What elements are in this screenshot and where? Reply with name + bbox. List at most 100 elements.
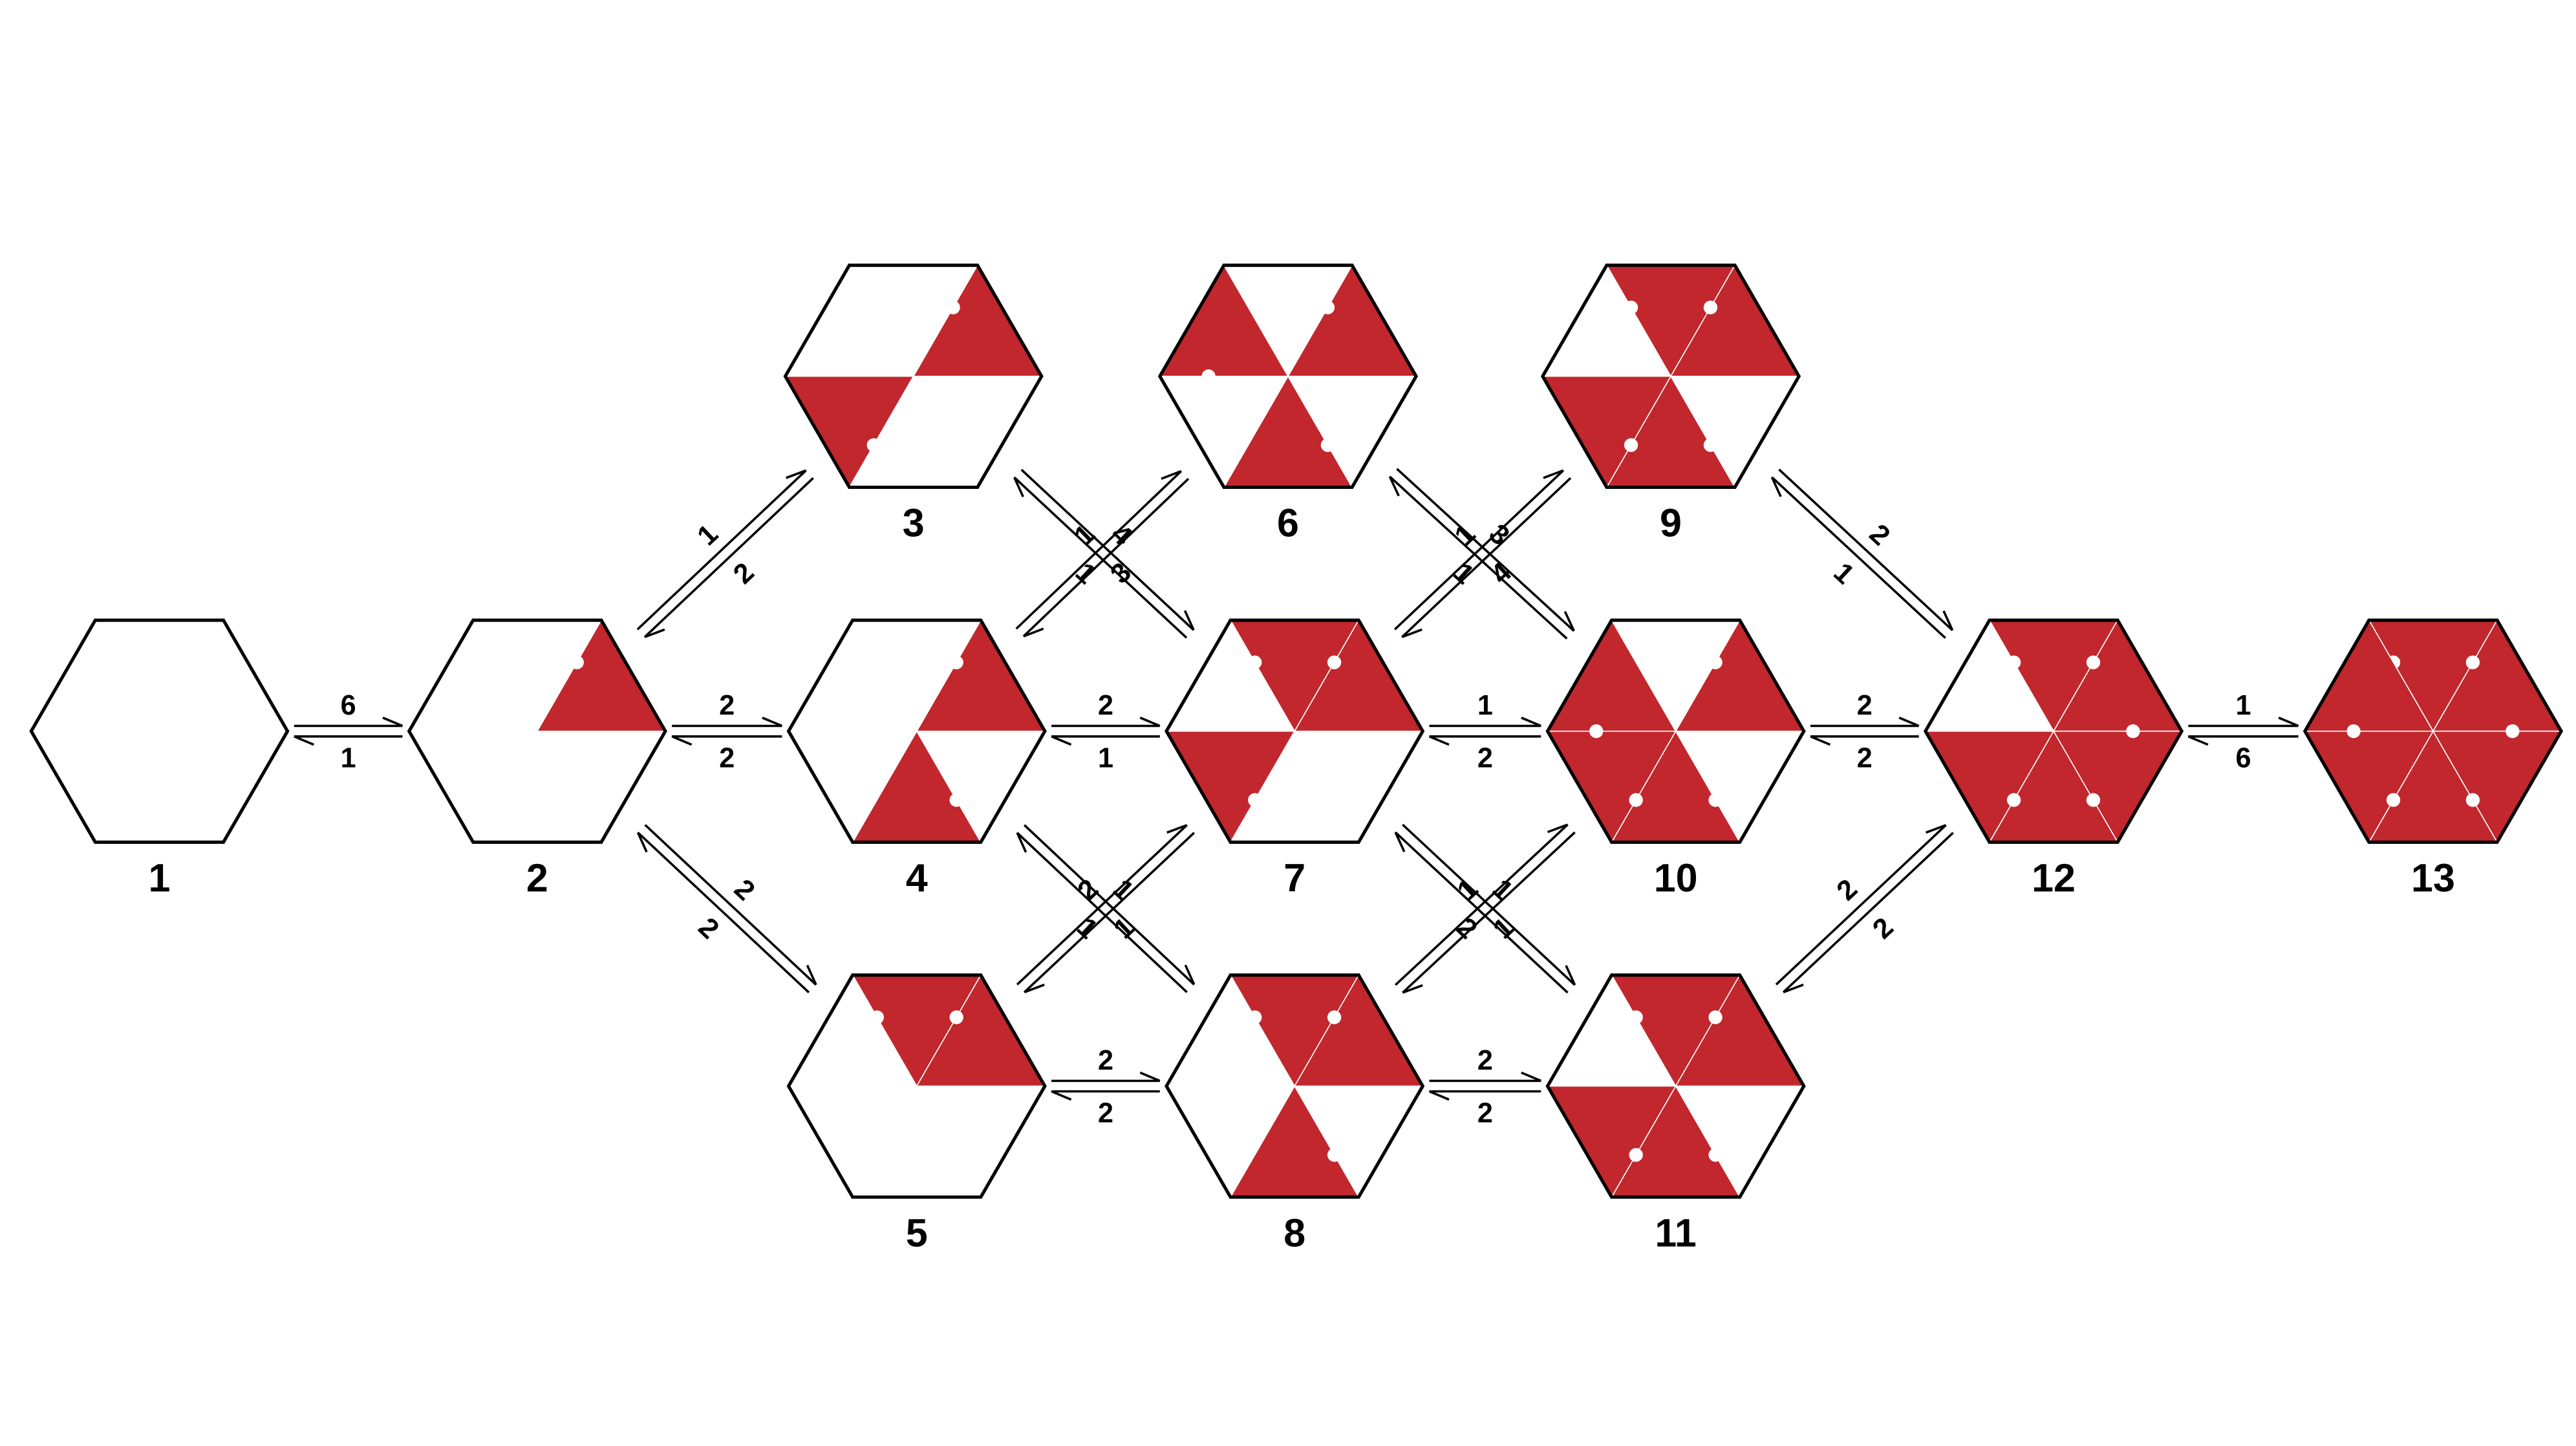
backward-rate-label: 2 xyxy=(1477,1097,1493,1128)
forward-rate-label: 2 xyxy=(1863,518,1896,552)
forward-arrowhead xyxy=(1521,717,1541,728)
state-5: 5 xyxy=(786,973,1047,1255)
backward-line xyxy=(1022,477,1190,638)
forward-arrowhead xyxy=(1139,717,1161,728)
transition-arrow: 12 xyxy=(1394,823,1576,994)
forward-rate-label: 6 xyxy=(341,690,356,721)
transition-arrow: 14 xyxy=(1393,469,1572,638)
backward-line xyxy=(1771,476,1946,639)
puzzle-tab xyxy=(2006,793,2021,807)
forward-arrowhead xyxy=(762,717,783,728)
state-label: 4 xyxy=(906,856,928,900)
backward-arrowhead xyxy=(1783,984,1804,993)
state-10: 10 xyxy=(1545,618,1806,900)
backward-line xyxy=(1394,831,1569,994)
forward-line xyxy=(1396,468,1575,632)
backward-arrowhead xyxy=(1770,477,1782,497)
hexagon-outline xyxy=(783,263,1044,490)
puzzle-tab xyxy=(1201,369,1216,383)
puzzle-tab xyxy=(1320,300,1335,315)
transition-arrow: 22 xyxy=(636,824,817,993)
forward-line xyxy=(1393,469,1565,631)
transition-arrow: 41 xyxy=(1013,469,1195,639)
puzzle-tab xyxy=(1708,793,1723,807)
backward-arrowhead xyxy=(1402,984,1423,994)
backward-rate-label: 2 xyxy=(692,912,725,945)
backward-arrowhead xyxy=(644,628,665,638)
backward-rate-label: 2 xyxy=(1477,742,1493,773)
state-8: 8 xyxy=(1165,973,1425,1255)
forward-rate-label: 1 xyxy=(691,519,724,552)
puzzle-tab xyxy=(2465,793,2480,807)
forward-rate-label: 2 xyxy=(1072,874,1104,907)
backward-rate-label: 1 xyxy=(341,742,356,773)
state-label: 1 xyxy=(148,856,170,900)
forward-rate-label: 2 xyxy=(1098,690,1113,721)
puzzle-tab xyxy=(2386,793,2401,807)
forward-arrowhead xyxy=(1521,1072,1541,1082)
forward-rate-label: 2 xyxy=(1098,1045,1113,1076)
transition-arrow: 11 xyxy=(1394,823,1576,994)
transition-arrow: 22 xyxy=(1775,824,1954,993)
puzzle-tab xyxy=(2346,724,2361,739)
forward-line xyxy=(1775,824,1947,986)
puzzle-tab xyxy=(946,300,960,315)
forward-arrowhead xyxy=(1161,469,1182,480)
backward-rate-label: 2 xyxy=(1857,742,1873,773)
puzzle-tab xyxy=(1248,1010,1262,1024)
backward-arrowhead xyxy=(294,735,314,746)
backward-rate-label: 2 xyxy=(719,742,735,773)
state-label: 10 xyxy=(1654,856,1698,900)
state-label: 8 xyxy=(1283,1211,1305,1255)
state-label: 5 xyxy=(906,1211,928,1255)
transition-arrow: 21 xyxy=(1770,468,1954,639)
puzzle-tab xyxy=(1624,438,1638,452)
transition-arrow: 22 xyxy=(1428,1045,1541,1128)
forward-arrowhead xyxy=(2278,717,2299,728)
puzzle-tab xyxy=(1589,724,1604,739)
transition-arrow: 31 xyxy=(1388,468,1575,640)
backward-line xyxy=(1013,476,1188,639)
puzzle-tab xyxy=(1327,1148,1342,1162)
forward-rate-label: 2 xyxy=(728,873,760,906)
backward-rate-label: 6 xyxy=(2235,742,2251,773)
puzzle-tab xyxy=(1629,793,1643,807)
state-label: 6 xyxy=(1277,501,1299,545)
state-label: 11 xyxy=(1655,1211,1696,1255)
backward-arrowhead xyxy=(1401,628,1422,638)
backward-line xyxy=(1024,832,1196,993)
puzzle-tab xyxy=(870,1010,885,1024)
hexagon-outline xyxy=(1165,973,1425,1199)
backward-rate-label: 1 xyxy=(1827,557,1860,590)
forward-rate-label: 1 xyxy=(1068,519,1101,552)
puzzle-tab xyxy=(1248,655,1262,669)
puzzle-tab xyxy=(1327,655,1342,669)
puzzle-tab xyxy=(2086,793,2101,807)
forward-arrowhead xyxy=(1942,610,1954,631)
hexagon-outline xyxy=(1923,618,2184,844)
forward-line xyxy=(1024,824,1196,986)
puzzle-tab xyxy=(1624,300,1638,315)
transition-arrow: 11 xyxy=(1016,824,1196,993)
hexagon-outline xyxy=(1545,973,1806,1199)
state-label: 7 xyxy=(1283,856,1305,900)
forward-rate-label: 2 xyxy=(1831,874,1863,907)
forward-rate-label: 2 xyxy=(1477,1045,1493,1076)
puzzle-tab xyxy=(1703,438,1718,452)
transition-arrow: 13 xyxy=(1015,469,1190,638)
transition-arrow: 12 xyxy=(636,469,814,638)
forward-rate-label: 1 xyxy=(1449,519,1481,552)
hexagon-outline xyxy=(1165,618,1425,844)
backward-arrowhead xyxy=(636,832,648,853)
puzzle-tab xyxy=(2506,724,2520,739)
puzzle-tab xyxy=(1708,1148,1723,1162)
state-4: 4 xyxy=(786,618,1047,900)
forward-arrowhead xyxy=(1565,965,1576,986)
forward-rate-label: 2 xyxy=(1857,690,1873,721)
backward-arrowhead xyxy=(1024,984,1045,993)
forward-arrowhead xyxy=(1563,610,1575,632)
state-label: 12 xyxy=(2032,856,2076,900)
backward-rate-label: 1 xyxy=(1098,742,1113,773)
